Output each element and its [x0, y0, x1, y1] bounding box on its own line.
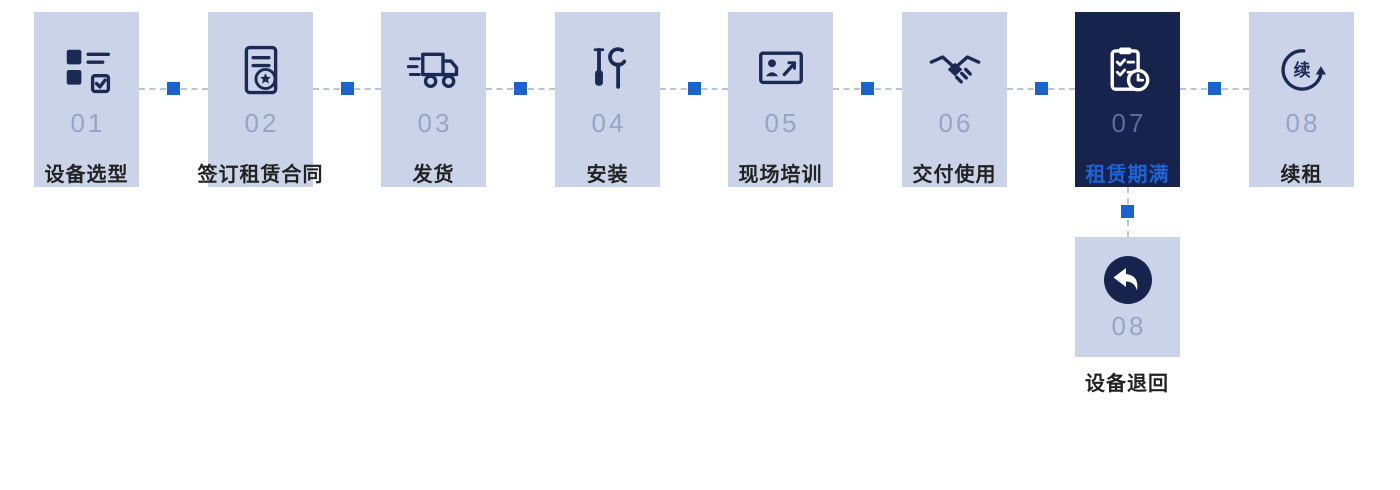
step-label: 发货	[412, 164, 455, 186]
step-box: 04	[555, 12, 660, 187]
step-label: 租赁期满	[1085, 164, 1170, 186]
step-box: 05	[728, 12, 833, 187]
return-icon	[1102, 253, 1154, 307]
step-box: 03	[381, 12, 486, 187]
connector-square	[341, 82, 354, 95]
delivery-truck-icon	[406, 38, 461, 102]
connector-square	[861, 82, 874, 95]
step-box: 06	[902, 12, 1007, 187]
svg-text:续: 续	[1293, 60, 1310, 80]
step-label: 安装	[586, 164, 629, 186]
step-box: 续 08	[1249, 12, 1354, 187]
step-number: 03	[417, 108, 453, 138]
step-number: 08	[1111, 311, 1147, 341]
step-label: 设备退回	[1085, 373, 1169, 395]
process-step-05: 05 现场培训	[728, 12, 833, 187]
connector-square	[167, 82, 180, 95]
process-step-08: 续 08 续租	[1249, 12, 1354, 187]
connector-square	[1208, 82, 1221, 95]
step-label: 交付使用	[912, 164, 997, 186]
training-icon	[754, 38, 808, 102]
step-number: 02	[244, 108, 280, 138]
step-label: 签订租赁合同	[197, 164, 324, 186]
process-step-03: 03 发货	[381, 12, 486, 187]
step-label: 设备选型	[44, 164, 129, 186]
step-number: 04	[591, 108, 627, 138]
tools-icon	[581, 38, 635, 102]
process-step-return: 08	[1075, 237, 1180, 357]
step-number: 05	[764, 108, 800, 138]
contract-icon	[234, 38, 288, 102]
step-box: 02	[208, 12, 313, 187]
step-box: 01	[34, 12, 139, 187]
step-label: 现场培训	[738, 164, 823, 186]
equipment-selection-icon	[60, 38, 114, 102]
step-label: 续租	[1280, 164, 1323, 186]
handshake-icon	[928, 38, 982, 102]
step-number: 07	[1111, 108, 1147, 138]
step-number: 01	[70, 108, 106, 138]
branch-connector-square	[1121, 205, 1134, 218]
lease-expiry-icon	[1101, 38, 1155, 102]
step-box: 07	[1075, 12, 1180, 187]
step-number: 06	[938, 108, 974, 138]
connector-square	[688, 82, 701, 95]
process-step-02: 02 签订租赁合同	[198, 12, 323, 187]
process-step-01: 01 设备选型	[34, 12, 139, 187]
process-step-07: 07 租赁期满	[1075, 12, 1180, 187]
step-number: 08	[1285, 108, 1321, 138]
process-step-04: 04 安装	[555, 12, 660, 187]
renew-icon: 续	[1275, 38, 1329, 102]
connector-square	[1035, 82, 1048, 95]
step-box: 08	[1075, 237, 1180, 357]
process-step-06: 06 交付使用	[902, 12, 1007, 187]
connector-square	[514, 82, 527, 95]
